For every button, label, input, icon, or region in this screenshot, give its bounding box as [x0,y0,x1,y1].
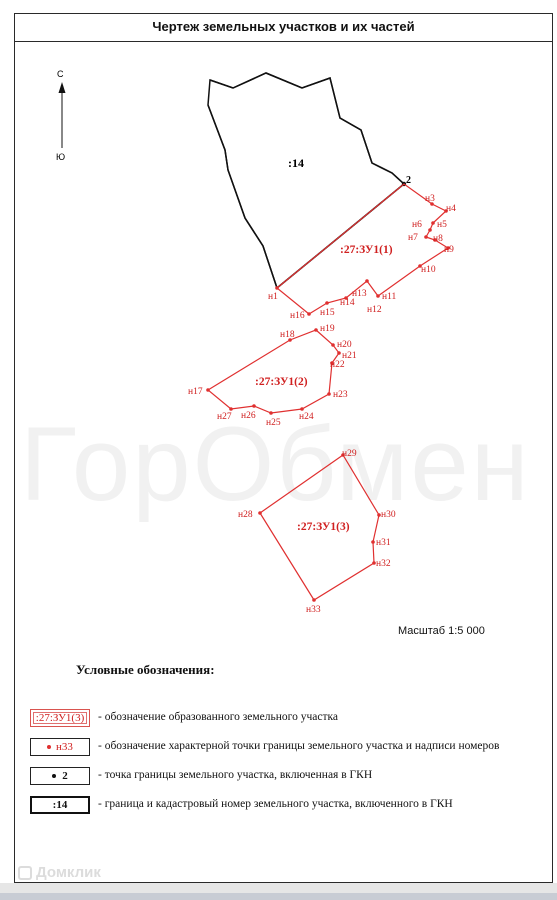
legend-text: - обозначение характерной точки границы … [98,740,500,752]
point-n26-label: н26 [241,411,256,421]
point-n10-label: н10 [421,265,436,275]
legend-symbol-new-parcel: :27:ЗУ1(3) [30,709,90,727]
parcel-1-label: :27:ЗУ1(1) [340,244,393,256]
point-n6-label: н6 [412,220,422,230]
point-n19-label: н19 [320,324,335,334]
point-n22-label: н22 [330,360,345,370]
point-n26 [252,404,256,408]
point-n6 [428,228,432,232]
point-n28 [258,511,262,515]
legend-symbol-text: н33 [56,741,73,753]
point-n23-label: н23 [333,390,348,400]
point-n17-label: н17 [188,387,203,397]
black-point-icon [52,774,57,778]
parcel-2-boundary [206,329,340,414]
drawing-sheet: Чертеж земельных участков и их частей [14,13,553,883]
point-n5-label: н5 [437,220,447,230]
point-n31 [371,540,375,544]
title-divider [15,41,552,42]
point-n3 [430,202,434,206]
point-n33-label: н33 [306,605,321,615]
page-title: Чертеж земельных участков и их частей [152,19,415,34]
point-n22 [330,361,334,365]
point-n30-label: н30 [381,510,396,520]
compass: С Ю [56,69,66,162]
point-n33 [312,598,316,602]
point-n9 [446,246,450,250]
compass-south: Ю [56,152,65,162]
point-n8 [433,238,437,242]
point-n15-label: н15 [320,308,335,318]
point-n12-label: н12 [367,305,382,315]
existing-parcel-label: :14 [288,156,304,170]
point-n20 [331,343,335,347]
legend-text: - точка границы земельного участка, вклю… [98,769,373,781]
point-n17 [206,388,210,392]
point-n1-label: н1 [268,292,278,302]
point-n16 [307,312,311,316]
point-n21 [337,351,341,355]
legend-text: - граница и кадастровый номер земельного… [98,798,453,810]
compass-arrow-icon [58,82,66,93]
point-n4-label: н4 [446,204,456,214]
point-n27-label: н27 [217,412,232,422]
legend-text: - обозначение образованного земельного у… [98,711,339,723]
point-2-label: 2 [406,175,411,186]
point-n18-label: н18 [280,330,295,340]
scale-label: Масштаб 1:5 000 [398,625,485,637]
point-n9-label: н9 [444,245,454,255]
legend-symbol-text: 2 [62,770,68,782]
brand-logo: Домклик [18,864,101,881]
point-n25 [269,411,273,415]
parcel-3-label: :27:ЗУ1(3) [297,521,350,533]
compass-north: С [57,69,64,79]
point-n28-label: н28 [238,510,253,520]
legend-symbol-gkn-parcel: :14 [30,796,90,814]
parcel-1-boundary [276,183,450,315]
existing-parcel-outline [207,72,406,290]
point-n10 [418,264,422,268]
page-bottom-strip [0,893,557,900]
point-n7-label: н7 [408,233,418,243]
point-n32 [372,561,376,565]
point-n25-label: н25 [266,418,281,428]
point-n4 [444,209,448,213]
point-n15 [325,301,329,305]
point-n21-label: н21 [342,351,357,361]
point-n29-label: н29 [342,449,357,459]
point-n24 [300,407,304,411]
point-n20-label: н20 [337,340,352,350]
legend-symbol-new-point: н33 [30,738,90,756]
point-n16-label: н16 [290,311,305,321]
point-n23 [327,392,331,396]
point-n19 [314,328,318,332]
point-n32-label: н32 [376,559,391,569]
brand-name: Домклик [36,864,101,881]
point-n31-label: н31 [376,538,391,548]
point-n3-label: н3 [425,194,435,204]
parcel-2-label: :27:ЗУ1(2) [255,376,308,388]
point-n7 [424,235,428,239]
point-n11 [376,294,380,298]
point-n11-label: н11 [382,292,396,302]
point-n30 [377,513,381,517]
point-n29 [341,453,345,457]
point-n24-label: н24 [299,412,314,422]
legend-symbol-text: :14 [52,799,68,811]
point-n13 [365,279,369,283]
point-n18 [288,338,292,342]
point-n14-label: н14 [340,298,355,308]
point-n1 [275,286,279,290]
legend-symbol-gkn-point: 2 [30,767,90,785]
point-n5 [431,221,435,225]
point-n14 [344,296,348,300]
point-n27 [229,407,233,411]
legend-title: Условные обозначения: [76,662,215,677]
point-n8-label: н8 [433,234,443,244]
red-point-icon [47,745,52,749]
legend-symbol-text: :27:ЗУ1(3) [35,712,85,724]
house-icon [18,866,32,880]
point-n13-label: н13 [352,289,367,299]
